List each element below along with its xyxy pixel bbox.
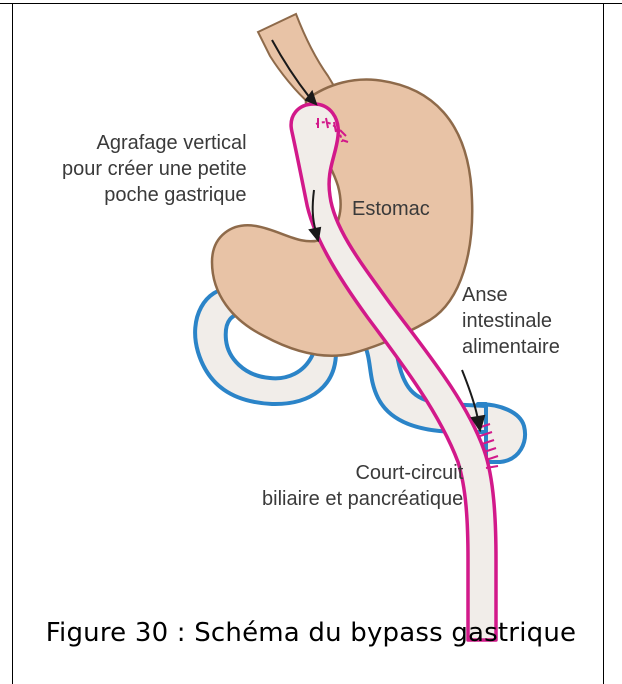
alimentary-limb-label: Anse intestinale alimentaire bbox=[462, 282, 560, 360]
stomach bbox=[212, 80, 472, 356]
bypass-label: Court-circuit biliaire et pancréatique bbox=[262, 460, 463, 512]
stapling-label: Agrafage vertical pour créer une petite … bbox=[62, 130, 247, 208]
stomach-label: Estomac bbox=[352, 196, 430, 222]
figure-caption: Figure 30 : Schéma du bypass gastrique bbox=[0, 618, 622, 648]
